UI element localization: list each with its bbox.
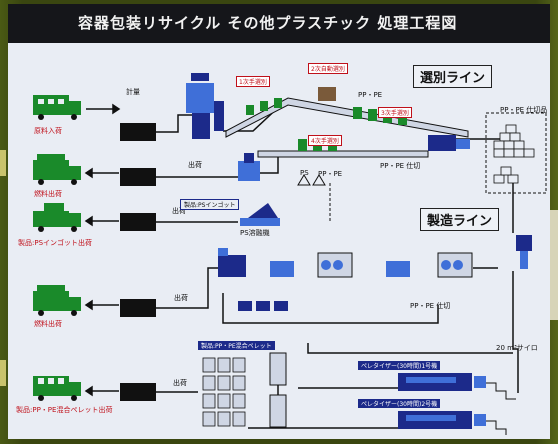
left-arrows <box>84 103 121 397</box>
diagram-title: 容器包装リサイクル その他プラスチック 処理工程図 <box>78 14 458 32</box>
label-ship-2: 出荷 <box>172 207 186 215</box>
hopper-machine <box>186 73 224 139</box>
tag-ps-ingot: 製品:PSインゴット <box>180 199 240 210</box>
label-fuel-out-1: 燃料出荷 <box>34 190 62 198</box>
edge-strip-right <box>550 210 558 320</box>
ps-melter <box>240 203 280 226</box>
label-ship-3: 出荷 <box>174 294 188 302</box>
edge-strip-left-2 <box>0 360 6 386</box>
label-ppfilm-3: PP・PE 仕切 <box>410 302 451 310</box>
label-container: 20 m³サイロ <box>496 344 538 352</box>
label-bales: PP・PE 仕切品 <box>500 106 548 114</box>
pellet-bags <box>202 357 246 427</box>
label-raw-in: 原料入荷 <box>34 127 62 135</box>
bale-stack <box>485 112 547 194</box>
truck-raw-in <box>33 95 81 120</box>
truck-fuel-out-2 <box>33 285 81 316</box>
label-ship-4: 出荷 <box>173 379 187 387</box>
title-bar: 容器包装リサイクル その他プラスチック 処理工程図 <box>8 4 550 40</box>
label-fuel-out-2: 燃料出荷 <box>34 320 62 328</box>
mfg-machines <box>218 248 473 278</box>
truck-pellet-out <box>33 376 81 401</box>
fuel-baler <box>238 153 260 181</box>
silo-tubes <box>269 352 287 428</box>
label-pppe: PP・PE <box>318 170 343 178</box>
label-sel-1: 1次手選別 <box>236 76 270 87</box>
manufacturing-line-title: 製造ライン <box>420 208 500 231</box>
storage-boxes <box>120 123 156 401</box>
label-sel-2: 2次自動選別 <box>308 63 348 74</box>
tag-pellet-product: 製品:PP・PE混合ペレット <box>198 341 275 350</box>
label-ps-ingot-out: 製品:PSインゴット出荷 <box>18 239 93 247</box>
label-sel-4: 4次手選別 <box>308 135 342 146</box>
truck-fuel-out-1 <box>33 154 81 185</box>
process-flow-diagram <box>33 73 547 435</box>
edge-strip-left-1 <box>0 150 6 176</box>
process-board: 選別ライン 製造ライン 原料入荷 燃料出荷 製品:PSインゴット出荷 燃料出荷 … <box>8 40 550 439</box>
label-ppfilm: PP・PE <box>358 91 383 99</box>
tag-pelletizer-1: ペレタイザー(30時間)1号機 <box>358 361 441 370</box>
tag-pelletizer-2: ペレタイザー(30時間)2号機 <box>358 399 441 408</box>
truck-ps-ingot-out <box>33 203 81 232</box>
compactor-machine <box>428 135 470 151</box>
label-scale: 計量 <box>126 88 140 96</box>
sorting-line-title: 選別ライン <box>413 65 493 88</box>
small-baler-row <box>238 301 288 311</box>
sorting-conveyor <box>225 87 469 138</box>
pelletizer-2 <box>398 411 486 429</box>
hopper-right <box>516 235 532 269</box>
second-conveyor <box>257 139 429 158</box>
pelletizer-1 <box>398 373 486 391</box>
label-ppfilm-2: PP・PE 仕切 <box>380 162 421 170</box>
label-ps: PS <box>300 169 309 177</box>
label-sel-3: 3次手選別 <box>378 107 412 118</box>
stairs-conveyor <box>486 382 516 435</box>
label-pellet-out: 製品:PP・PE混合ペレット出荷 <box>16 406 113 414</box>
label-ps-melt: PS溶融機 <box>240 229 270 237</box>
warning-triangles <box>297 174 326 186</box>
label-ship-1: 出荷 <box>188 161 202 169</box>
